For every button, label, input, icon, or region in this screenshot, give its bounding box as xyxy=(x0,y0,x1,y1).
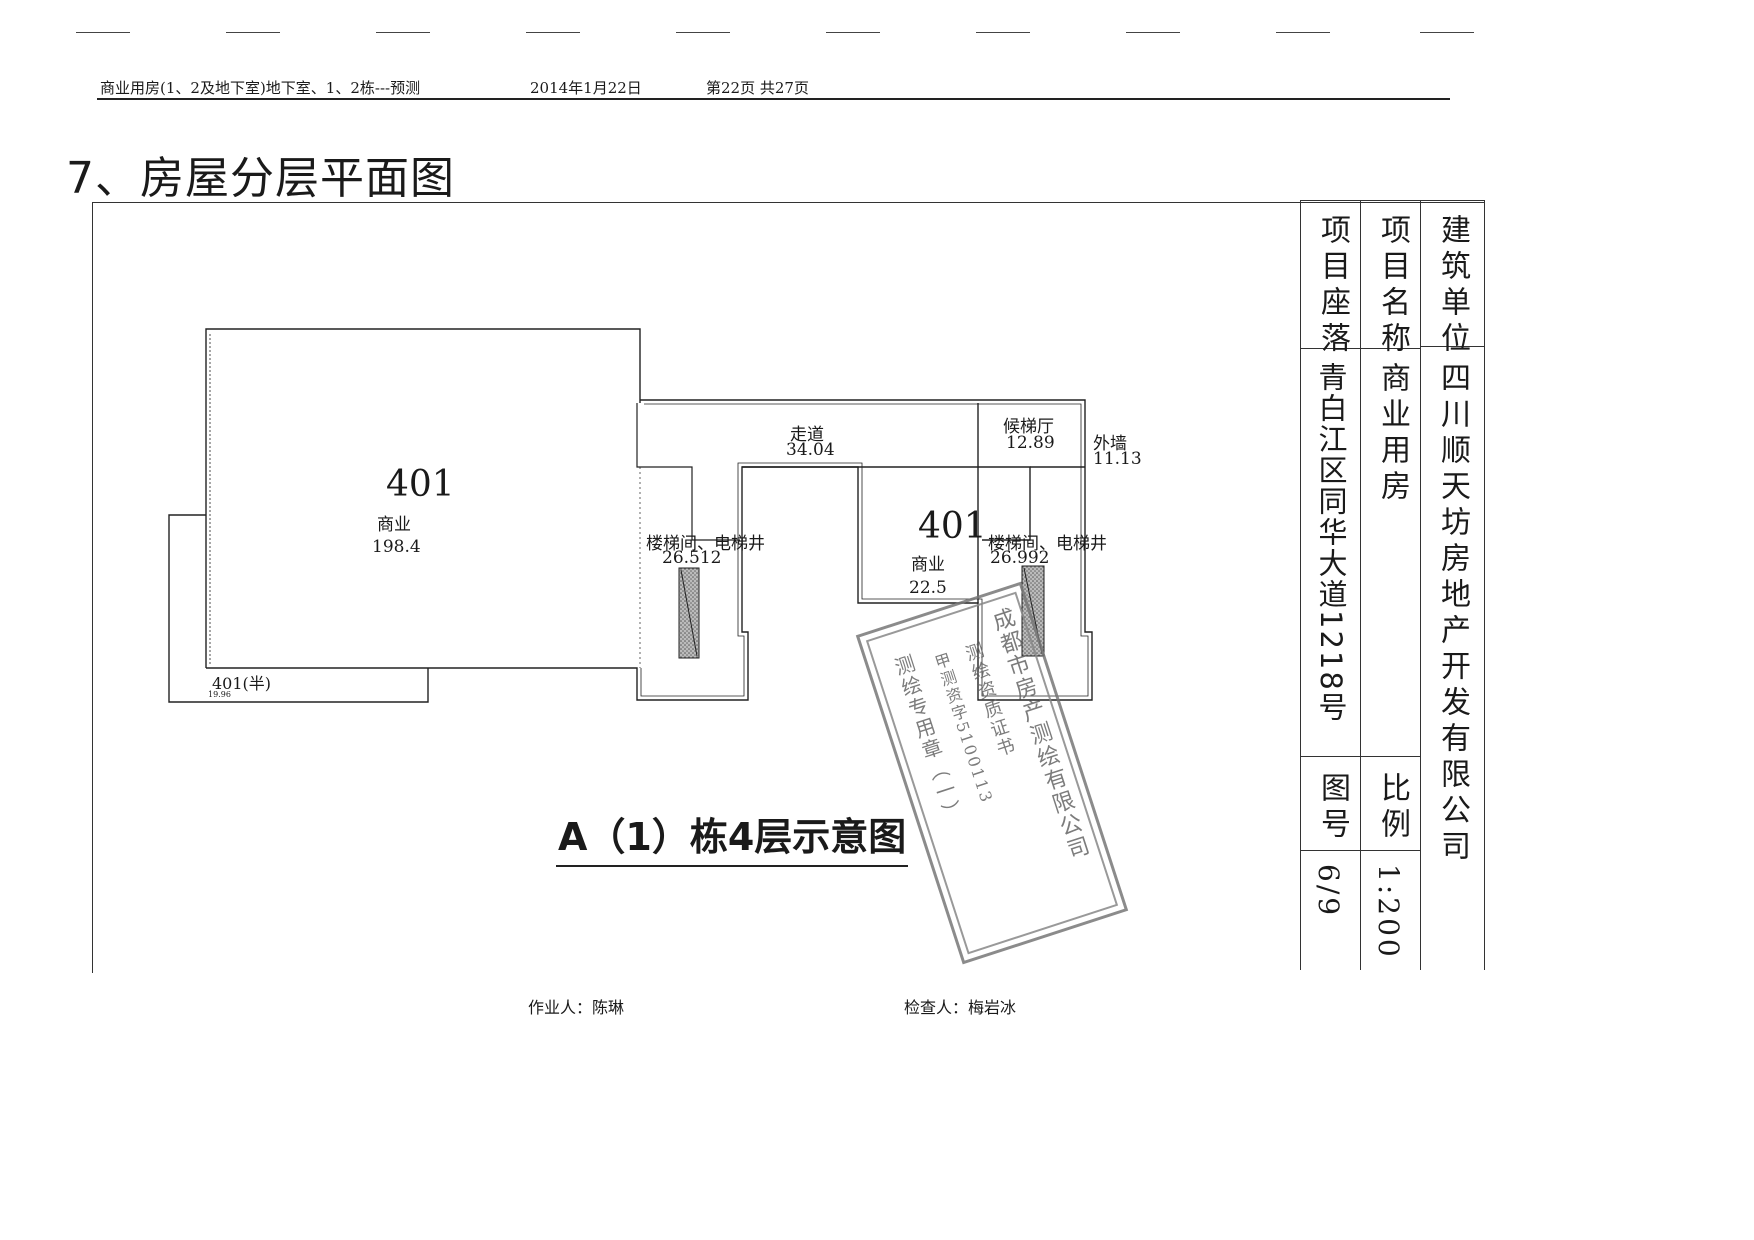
half-unit-area: 19.96 xyxy=(208,690,231,699)
perforation-mark xyxy=(676,24,730,33)
scale-value: 1:200 xyxy=(1372,864,1405,960)
half-unit-outline xyxy=(168,514,429,703)
stair-left-area: 26.512 xyxy=(662,548,722,568)
perforation-mark xyxy=(376,24,430,33)
perforation-mark xyxy=(826,24,880,33)
operator-signature: 作业人：陈琳 xyxy=(528,998,625,1017)
lobby-label: 候梯厅 xyxy=(1003,417,1054,437)
perforation-mark xyxy=(1276,24,1330,33)
checker-signature: 检查人：梅岩冰 xyxy=(904,998,1017,1017)
project-location-label: 项目座落 xyxy=(1315,214,1350,358)
main-unit-number: 401 xyxy=(386,464,455,505)
exterior-wall-area: 11.13 xyxy=(1093,449,1142,469)
perforation-mark xyxy=(226,24,280,33)
drawing-number-value: 6/9 xyxy=(1312,864,1345,919)
stair-left-label: 楼梯间、电梯井 xyxy=(646,534,765,554)
drawing-frame xyxy=(92,202,1485,973)
stair-right-area: 26.992 xyxy=(990,548,1050,568)
half-unit-label: 401(半) xyxy=(212,674,272,693)
corridor-label: 走道 xyxy=(790,425,824,445)
perforation-mark xyxy=(1126,24,1180,33)
mid-unit-area: 22.5 xyxy=(909,578,947,598)
header-project: 商业用房(1、2及地下室)地下室、1、2栋---预测 xyxy=(100,79,421,97)
lobby-area: 12.89 xyxy=(1006,433,1055,453)
section-title: 7、房屋分层平面图 xyxy=(66,153,455,204)
perforation-mark xyxy=(976,24,1030,33)
main-unit-area: 198.4 xyxy=(372,537,421,557)
header-date: 2014年1月22日 xyxy=(530,79,642,97)
perforation-mark xyxy=(1420,24,1474,33)
exterior-wall-label: 外墙 xyxy=(1093,434,1127,454)
title-block-border xyxy=(1420,346,1484,347)
floor-plan xyxy=(168,328,1093,703)
perforation-mark xyxy=(526,24,580,33)
title-block-border xyxy=(1420,200,1421,970)
title-block-border xyxy=(1300,200,1484,201)
builder-label: 建筑单位 xyxy=(1435,214,1470,358)
header-rule xyxy=(97,98,1450,100)
drawing-title: A（1）栋4层示意图 xyxy=(556,806,909,867)
drawing-number-label: 图号 xyxy=(1315,772,1350,844)
main-unit-use: 商业 xyxy=(377,515,411,535)
scale-label: 比例 xyxy=(1375,772,1410,844)
mid-unit-number: 401 xyxy=(918,506,987,547)
title-block-border xyxy=(1300,200,1301,970)
project-name-label: 项目名称 xyxy=(1375,214,1410,358)
corridor-area: 34.04 xyxy=(786,440,835,460)
title-block-border xyxy=(1300,756,1420,757)
mid-unit-use: 商业 xyxy=(911,555,945,575)
main-unit-outline xyxy=(205,328,641,668)
building-outline xyxy=(206,399,1093,701)
builder-value: 四川顺天坊房地产开发有限公司 xyxy=(1435,362,1470,866)
title-block-border xyxy=(1360,200,1361,970)
project-name-value: 商业用房 xyxy=(1375,362,1410,506)
title-block-border xyxy=(1300,348,1420,349)
header-page: 第22页 共27页 xyxy=(706,79,809,97)
perforation-mark xyxy=(76,24,130,33)
stair-right-label: 楼梯间、电梯井 xyxy=(988,534,1107,554)
project-location-value: 青白江区同华大道1218号 xyxy=(1314,362,1348,723)
title-block-border xyxy=(1300,850,1420,851)
title-block-border xyxy=(1484,200,1485,970)
